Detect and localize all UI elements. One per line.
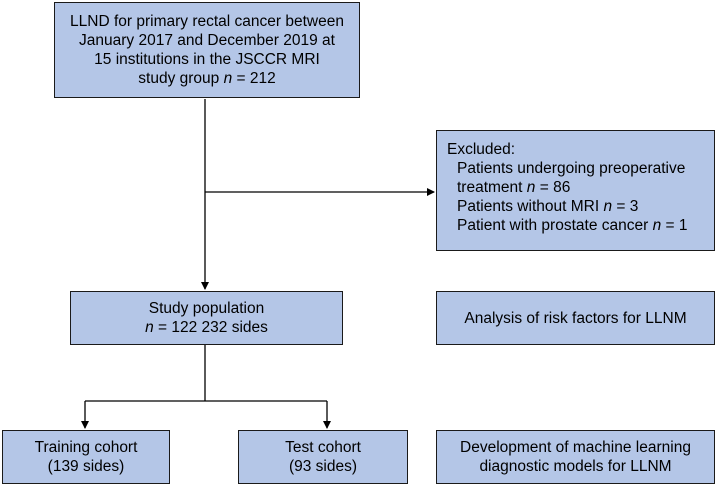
excluded-item-3: Patient with prostate cancer n = 1 bbox=[457, 216, 714, 235]
training-cohort-sides: (139 sides) bbox=[47, 458, 125, 475]
ml-models-line-1: Development of machine learning bbox=[460, 439, 691, 456]
excluded-item-2: Patients without MRI n = 3 bbox=[457, 197, 714, 216]
excluded-item-2-prefix: Patients without MRI bbox=[457, 198, 604, 215]
source-line-4: study group n = 212 bbox=[138, 69, 275, 88]
risk-factors-box: Analysis of risk factors for LLNM bbox=[436, 291, 715, 345]
source-last-prefix: study group bbox=[138, 70, 224, 87]
excluded-heading: Excluded: bbox=[447, 141, 516, 158]
excluded-item-1-line-1: Patients undergoing preoperative bbox=[457, 160, 686, 177]
test-cohort-sides: (93 sides) bbox=[288, 458, 358, 475]
training-cohort-title: Training cohort bbox=[34, 439, 138, 456]
excluded-item-2-count: = 3 bbox=[612, 198, 639, 215]
excluded-item-3-count: = 1 bbox=[661, 217, 688, 234]
excluded-item-1-prefix: treatment bbox=[457, 179, 527, 196]
test-cohort-box: Test cohort (93 sides) bbox=[238, 430, 408, 484]
ml-models-line-2: diagnostic models for LLNM bbox=[479, 458, 672, 475]
source-count: = 212 bbox=[232, 70, 276, 87]
source-line-3: 15 institutions in the JSCCR MRI bbox=[94, 51, 320, 68]
training-cohort-box: Training cohort (139 sides) bbox=[2, 430, 170, 484]
excluded-list: Patients undergoing preoperative treatme… bbox=[447, 159, 714, 235]
population-count-line: n = 122 232 sides bbox=[145, 318, 268, 337]
source-line-1: LLND for primary rectal cancer between bbox=[70, 13, 344, 30]
test-cohort-title: Test cohort bbox=[285, 439, 361, 456]
source-n-var: n bbox=[223, 70, 233, 87]
excluded-item-3-var: n bbox=[652, 217, 662, 234]
excluded-box: Excluded: Patients undergoing preoperati… bbox=[436, 130, 715, 251]
excluded-item-1-line-2: treatment n = 86 bbox=[457, 178, 714, 197]
population-count: = 122 232 sides bbox=[153, 319, 268, 336]
ml-models-box: Development of machine learning diagnost… bbox=[436, 430, 715, 484]
excluded-item-1-var: n bbox=[526, 179, 536, 196]
excluded-item-3-prefix: Patient with prostate cancer bbox=[457, 217, 653, 234]
excluded-item-1-count: = 86 bbox=[535, 179, 571, 196]
risk-factors-text: Analysis of risk factors for LLNM bbox=[464, 309, 687, 327]
source-line-2: January 2017 and December 2019 at bbox=[79, 32, 335, 49]
population-title: Study population bbox=[148, 300, 265, 317]
source-box: LLND for primary rectal cancer between J… bbox=[54, 2, 360, 98]
excluded-item-2-var: n bbox=[603, 198, 613, 215]
population-box: Study population n = 122 232 sides bbox=[70, 291, 343, 345]
population-n-var: n bbox=[145, 319, 154, 336]
